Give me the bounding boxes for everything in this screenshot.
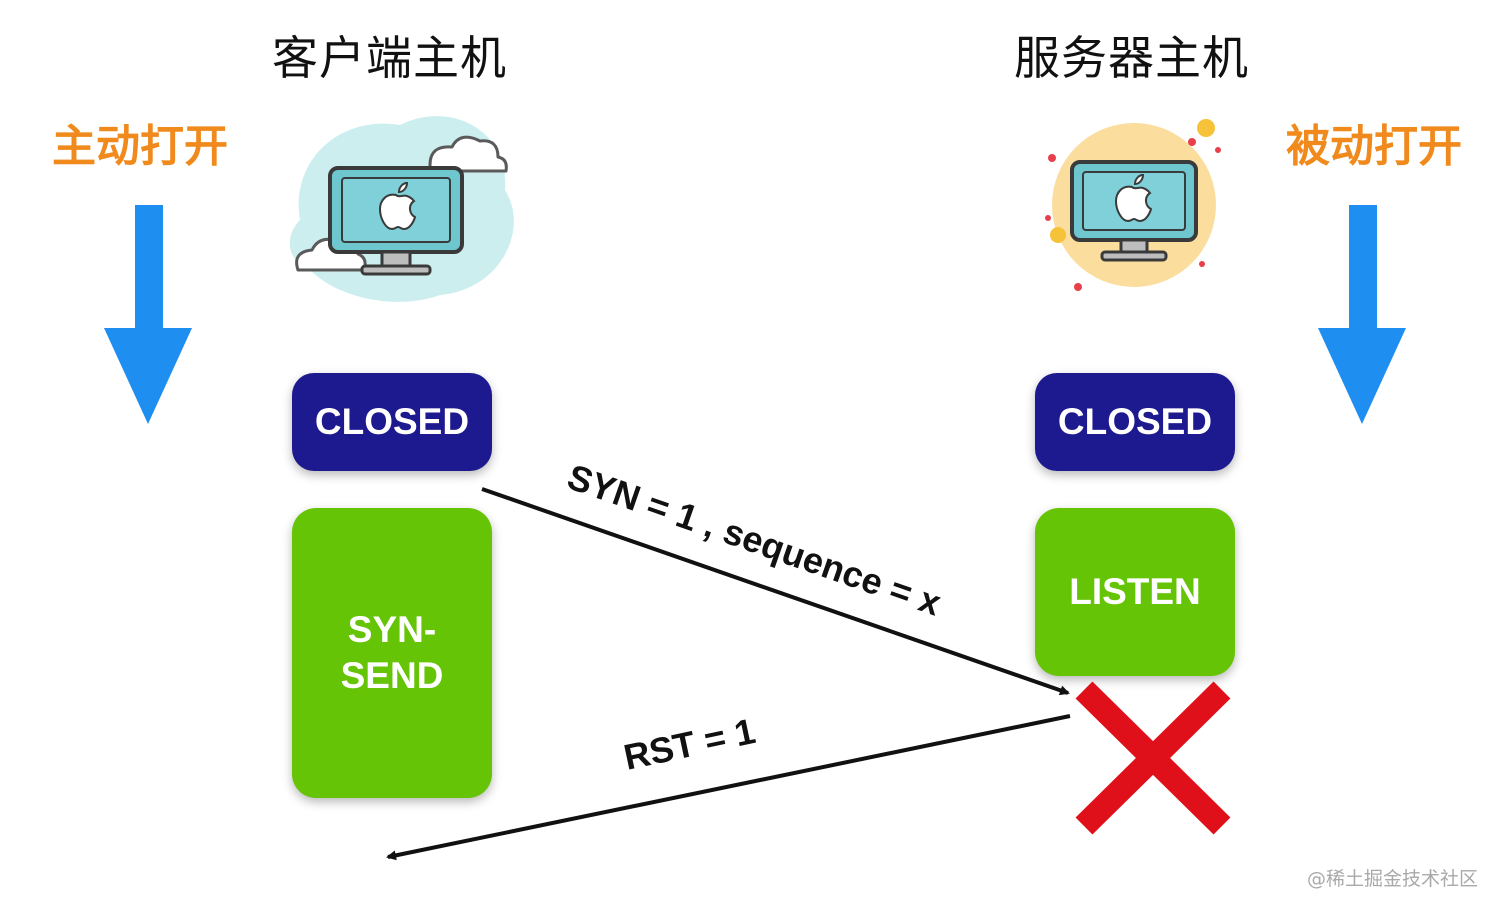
client-syn-send-state: SYN- SEND [292, 508, 492, 798]
server-listen-state: LISTEN [1035, 508, 1235, 676]
syn-arrow [481, 487, 1070, 696]
syn-send-label: SYN- SEND [340, 609, 444, 696]
watermark: @稀土掘金技术社区 [1306, 868, 1478, 890]
client-closed-state: CLOSED [292, 373, 492, 471]
server-closed-state: CLOSED [1035, 373, 1235, 471]
down-arrow-icon [104, 205, 192, 424]
passive-open-label: 被动打开 [1286, 121, 1462, 172]
rst-message-label: RST = 1 [620, 710, 759, 778]
server-host-title: 服务器主机 [1014, 31, 1249, 85]
rst-arrow [386, 714, 1071, 861]
client-host-title: 客户端主机 [272, 31, 507, 85]
syn-message-label: SYN = 1 , sequence = x [562, 456, 946, 624]
red-x-icon [1075, 681, 1231, 835]
computer-in-circle-icon [1045, 119, 1221, 291]
computer-with-clouds-icon [289, 116, 514, 302]
down-arrow-icon [1318, 205, 1406, 424]
active-open-label: 主动打开 [52, 121, 228, 172]
